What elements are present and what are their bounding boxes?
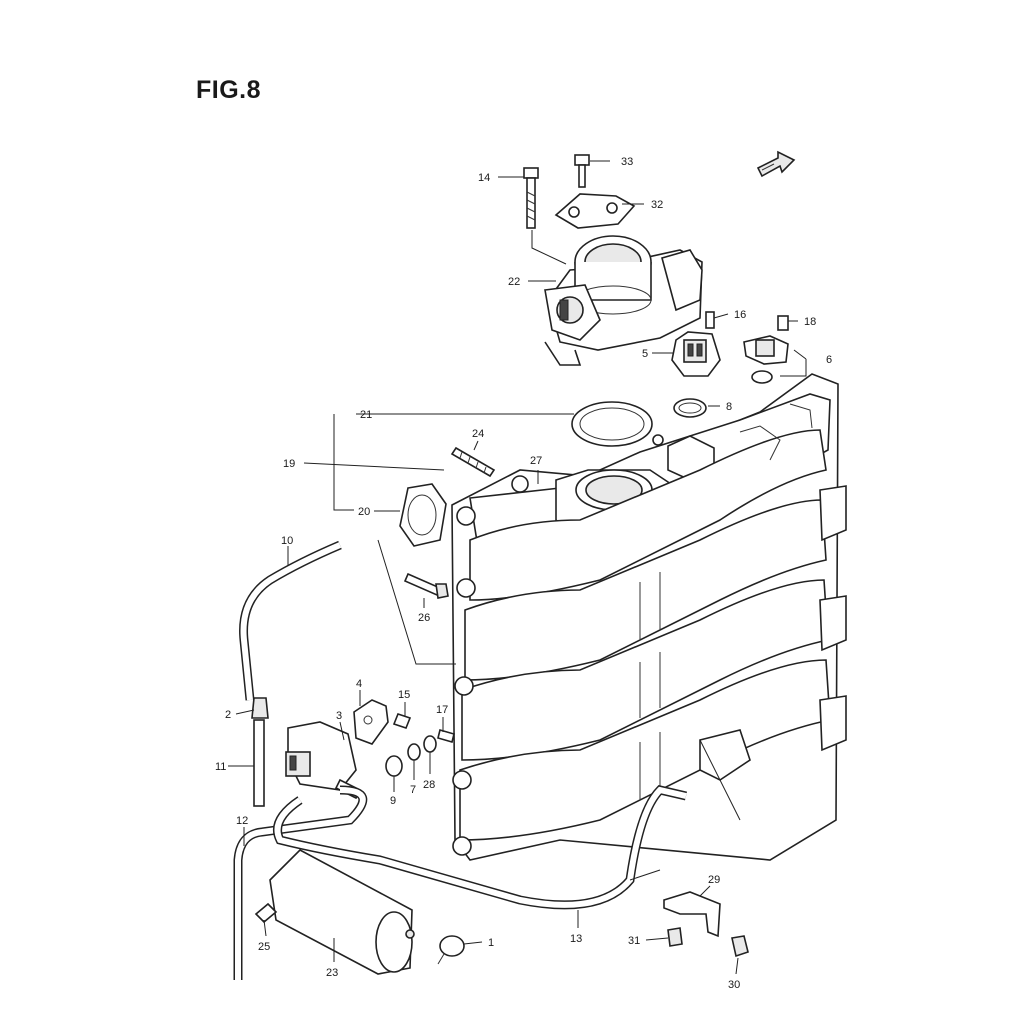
hose-13 [273, 785, 688, 910]
vsv-3 [285, 721, 362, 800]
callout-1: 1 [488, 937, 494, 949]
callout-32: 32 [651, 199, 663, 211]
bracket-4 [353, 699, 389, 745]
hose-12 [233, 785, 368, 980]
callout-21: 21 [360, 409, 372, 421]
callout-13: 13 [570, 933, 582, 945]
callout-31: 31 [628, 935, 640, 947]
pipe-11 [253, 719, 265, 807]
callout-23: 23 [326, 967, 338, 979]
callout-5: 5 [642, 348, 648, 360]
callout-33: 33 [621, 156, 633, 168]
callout-15: 15 [398, 689, 410, 701]
hose-10 [239, 540, 342, 701]
callout-12: 12 [236, 815, 248, 827]
callout-28: 28 [423, 779, 435, 791]
callout-18: 18 [804, 316, 816, 328]
callout-4: 4 [356, 678, 362, 690]
callout-24: 24 [472, 428, 484, 440]
callout-30: 30 [728, 979, 740, 991]
callout-11: 11 [215, 761, 226, 773]
bolt-14 [523, 167, 539, 229]
callout-2: 2 [225, 709, 231, 721]
callout-16: 16 [734, 309, 746, 321]
connector-2 [251, 697, 269, 719]
figure-title: FIG.8 [196, 76, 262, 104]
collar-9 [385, 755, 403, 777]
callout-26: 26 [418, 612, 430, 624]
o-ring-8 [673, 398, 707, 418]
bracket-32 [554, 193, 636, 229]
gasket-20 [399, 483, 447, 547]
clip-30 [731, 935, 749, 958]
callout-10: 10 [281, 535, 293, 547]
callout-27: 27 [530, 455, 542, 467]
callout-17: 17 [436, 704, 448, 716]
canister-23 [269, 849, 415, 975]
throttle-body-22 [544, 235, 703, 366]
sensor-6 [743, 315, 789, 384]
callout-20: 20 [358, 506, 370, 518]
washer-7 [407, 743, 421, 761]
callout-labels: 33 14 32 22 16 18 5 6 8 21 24 19 27 20 1… [215, 156, 832, 991]
bolt-33 [574, 154, 590, 188]
direction-arrow-icon [756, 150, 796, 178]
washer-28 [423, 735, 437, 753]
callout-9: 9 [390, 795, 396, 807]
callout-3: 3 [336, 710, 342, 722]
callout-19: 19 [283, 458, 295, 470]
leader-lines [228, 160, 807, 975]
intake-manifold [451, 373, 847, 861]
bolt-26 [403, 572, 449, 599]
callout-14: 14 [478, 172, 490, 184]
callout-7: 7 [410, 784, 416, 796]
callout-29: 29 [708, 874, 720, 886]
bolt-25 [254, 902, 278, 924]
callout-25: 25 [258, 941, 270, 953]
callout-6: 6 [826, 354, 832, 366]
callout-8: 8 [726, 401, 732, 413]
bolt-31 [667, 927, 683, 947]
stud-24 [450, 446, 496, 478]
bolt-15 [392, 713, 412, 729]
sensor-5 [671, 311, 721, 377]
clamp-1 [437, 935, 465, 965]
bolt-17 [437, 729, 455, 743]
gasket-21 [571, 401, 664, 447]
callout-22: 22 [508, 276, 520, 288]
